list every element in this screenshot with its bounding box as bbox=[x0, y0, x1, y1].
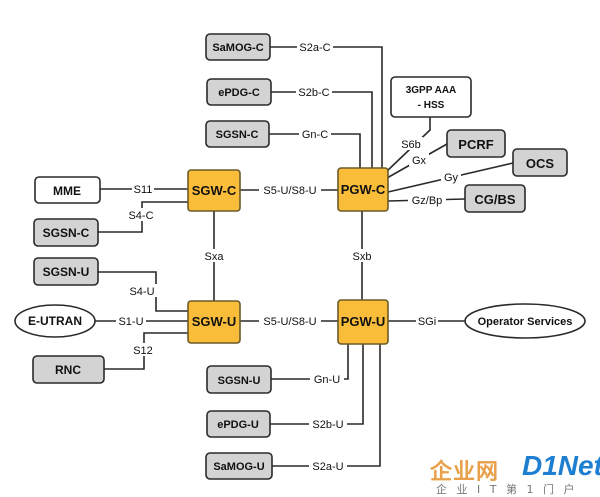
node-cg-bs: CG/BS bbox=[464, 184, 526, 213]
node-ocs: OCS bbox=[512, 148, 568, 177]
node-epdg-u: ePDG-U bbox=[206, 410, 271, 438]
label-s2b-c: S2b-C bbox=[298, 87, 329, 99]
svg-text:PCRF: PCRF bbox=[458, 137, 493, 152]
link-samog-c-pgw-c bbox=[270, 46, 383, 186]
node-sgsn-u-bottom: SGSN-U bbox=[206, 365, 272, 394]
label-s4-c: S4-C bbox=[128, 210, 153, 222]
label-s2b-u: S2b-U bbox=[312, 419, 343, 431]
node-pgw-c: PGW-C bbox=[337, 167, 389, 212]
link-sgsn-u-pgw-u bbox=[271, 344, 349, 380]
svg-text:ePDG-C: ePDG-C bbox=[218, 87, 260, 99]
svg-text:PGW-U: PGW-U bbox=[341, 314, 386, 329]
node-operator-services: Operator Services bbox=[464, 303, 586, 339]
label-sgi: SGi bbox=[418, 316, 436, 328]
node-aaa-hss: 3GPP AAA - HSS bbox=[390, 76, 472, 118]
label-gy: Gy bbox=[444, 172, 459, 184]
node-pgw-u: PGW-U bbox=[337, 299, 389, 345]
watermark-cn-text: 企业网 bbox=[430, 460, 500, 485]
svg-text:SGSN-C: SGSN-C bbox=[216, 129, 259, 141]
svg-text:RNC: RNC bbox=[55, 363, 81, 377]
label-gn-c: Gn-C bbox=[302, 129, 328, 141]
node-epdg-c: ePDG-C bbox=[206, 78, 272, 106]
svg-text:SGSN-U: SGSN-U bbox=[43, 265, 90, 279]
label-gn-u: Gn-U bbox=[314, 374, 340, 386]
node-sgsn-c-top: SGSN-C bbox=[205, 120, 270, 148]
watermark-subtitle: 企 业 I T 第 1 门 户 bbox=[436, 483, 578, 496]
svg-text:SGW-C: SGW-C bbox=[192, 183, 237, 198]
label-gz-bp: Gz/Bp bbox=[412, 195, 443, 207]
svg-text:- HSS: - HSS bbox=[418, 100, 445, 111]
svg-text:SGSN-U: SGSN-U bbox=[218, 375, 261, 387]
label-s11: S11 bbox=[134, 184, 153, 196]
node-samog-c: SaMOG-C bbox=[205, 33, 271, 61]
svg-text:E-UTRAN: E-UTRAN bbox=[28, 314, 82, 328]
label-s12: S12 bbox=[133, 345, 153, 357]
label-s4-u: S4-U bbox=[129, 286, 154, 298]
node-sgsn-u-left: SGSN-U bbox=[33, 257, 99, 286]
svg-text:SGSN-C: SGSN-C bbox=[43, 226, 90, 240]
svg-text:Operator Services: Operator Services bbox=[478, 316, 573, 328]
link-samog-u-pgw-u bbox=[272, 344, 381, 467]
label-s2a-u: S2a-U bbox=[312, 461, 343, 473]
svg-text:OCS: OCS bbox=[526, 156, 555, 171]
node-sgsn-c-left: SGSN-C bbox=[33, 218, 99, 247]
svg-text:CG/BS: CG/BS bbox=[474, 192, 516, 207]
svg-text:ePDG-U: ePDG-U bbox=[217, 419, 259, 431]
node-mme: MME bbox=[34, 176, 101, 204]
svg-text:3GPP AAA: 3GPP AAA bbox=[406, 85, 457, 96]
link-epdg-u-pgw-u bbox=[270, 344, 364, 425]
svg-text:SaMOG-C: SaMOG-C bbox=[212, 42, 263, 54]
node-rnc: RNC bbox=[32, 355, 105, 384]
label-s1-u: S1-U bbox=[118, 316, 143, 328]
label-sxb: Sxb bbox=[353, 251, 372, 263]
label-s6b: S6b bbox=[401, 139, 421, 151]
label-s2a-c: S2a-C bbox=[299, 42, 330, 54]
node-pcrf: PCRF bbox=[446, 129, 506, 158]
svg-text:MME: MME bbox=[53, 184, 81, 198]
node-samog-u: SaMOG-U bbox=[205, 452, 273, 480]
node-sgw-c: SGW-C bbox=[187, 169, 241, 212]
label-gx: Gx bbox=[412, 155, 427, 167]
watermark-brand: D1Net bbox=[522, 450, 600, 481]
watermark-logo: 企业网 D1Net 企 业 I T 第 1 门 户 bbox=[422, 450, 600, 496]
label-s5-s8-u: S5-U/S8-U bbox=[263, 316, 316, 328]
interface-labels: S2a-C S2b-C Gn-C S6b Gx Gy Gz/Bp S11 S4-… bbox=[116, 40, 461, 473]
svg-text:SGW-U: SGW-U bbox=[192, 314, 237, 329]
svg-text:PGW-C: PGW-C bbox=[341, 182, 386, 197]
svg-text:SaMOG-U: SaMOG-U bbox=[213, 461, 264, 473]
label-s5-s8-c: S5-U/S8-U bbox=[263, 185, 316, 197]
node-sgw-u: SGW-U bbox=[187, 300, 241, 344]
node-e-utran: E-UTRAN bbox=[14, 304, 96, 338]
label-sxa: Sxa bbox=[205, 251, 225, 263]
